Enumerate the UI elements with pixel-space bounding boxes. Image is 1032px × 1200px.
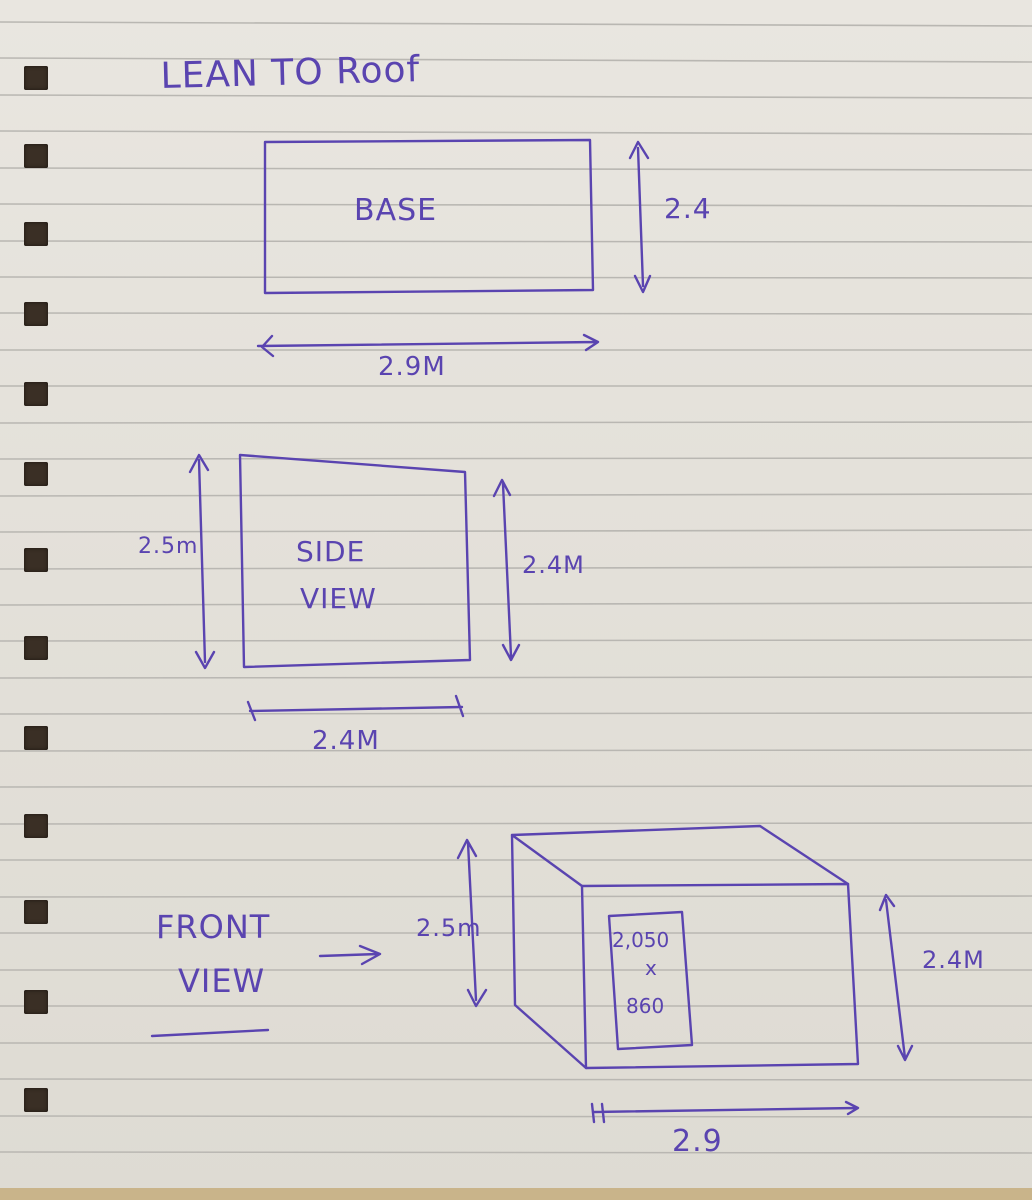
front-view-left-height-label: 2.5m [416, 914, 482, 942]
door-height-label: 860 [626, 994, 665, 1018]
base-label: BASE [354, 193, 438, 228]
front-view-box-back [510, 824, 850, 1070]
base-height-label: 2.4 [664, 192, 712, 225]
binder-hole [24, 814, 48, 838]
front-view-pointer-arrow [318, 944, 382, 966]
side-view-left-height-label: 2.5m [138, 534, 199, 559]
front-view-left-dimension-line [456, 838, 488, 1008]
binder-hole [24, 144, 48, 168]
binder-hole [24, 66, 48, 90]
front-view-label-line2: VIEW [178, 962, 266, 1000]
base-height-dimension-line [628, 140, 652, 294]
side-view-width-label: 2.4M [312, 726, 380, 756]
base-width-label: 2.9M [378, 352, 446, 382]
side-view-outline [238, 453, 472, 669]
base-width-dimension-line [256, 333, 600, 358]
binder-hole [24, 382, 48, 406]
binder-hole [24, 1088, 48, 1112]
front-view-right-dimension-line [878, 893, 914, 1062]
binder-hole [24, 636, 48, 660]
binder-hole [24, 302, 48, 326]
front-view-bottom-dimension-line [590, 1100, 860, 1124]
binder-hole [24, 462, 48, 486]
binder-hole [24, 222, 48, 246]
page-title: LEAN TO Roof [160, 49, 421, 97]
door-width-label: 2,050 [612, 928, 670, 952]
binder-hole [24, 900, 48, 924]
front-view-width-label: 2.9 [672, 1124, 723, 1159]
front-view-label-underline [150, 1028, 270, 1038]
binder-hole [24, 990, 48, 1014]
base-rectangle [263, 138, 595, 295]
binder-hole [24, 726, 48, 750]
side-view-diagram [188, 453, 521, 722]
side-view-right-dimension-line [492, 478, 521, 662]
side-view-label-line1: SIDE [296, 535, 366, 568]
side-view-left-dimension-line [188, 453, 216, 670]
front-view-label-line1: FRONT [156, 908, 271, 946]
front-view-diagram [150, 824, 914, 1124]
side-view-right-height-label: 2.4M [522, 551, 585, 579]
door-times-label: x [645, 956, 658, 980]
side-view-bottom-dimension-line [246, 694, 465, 722]
side-view-label-line2: VIEW [300, 582, 377, 615]
front-view-box-front [580, 882, 860, 1070]
base-diagram [256, 138, 652, 358]
front-view-right-height-label: 2.4M [922, 946, 985, 974]
binder-hole [24, 548, 48, 572]
door-rectangle [607, 910, 694, 1051]
